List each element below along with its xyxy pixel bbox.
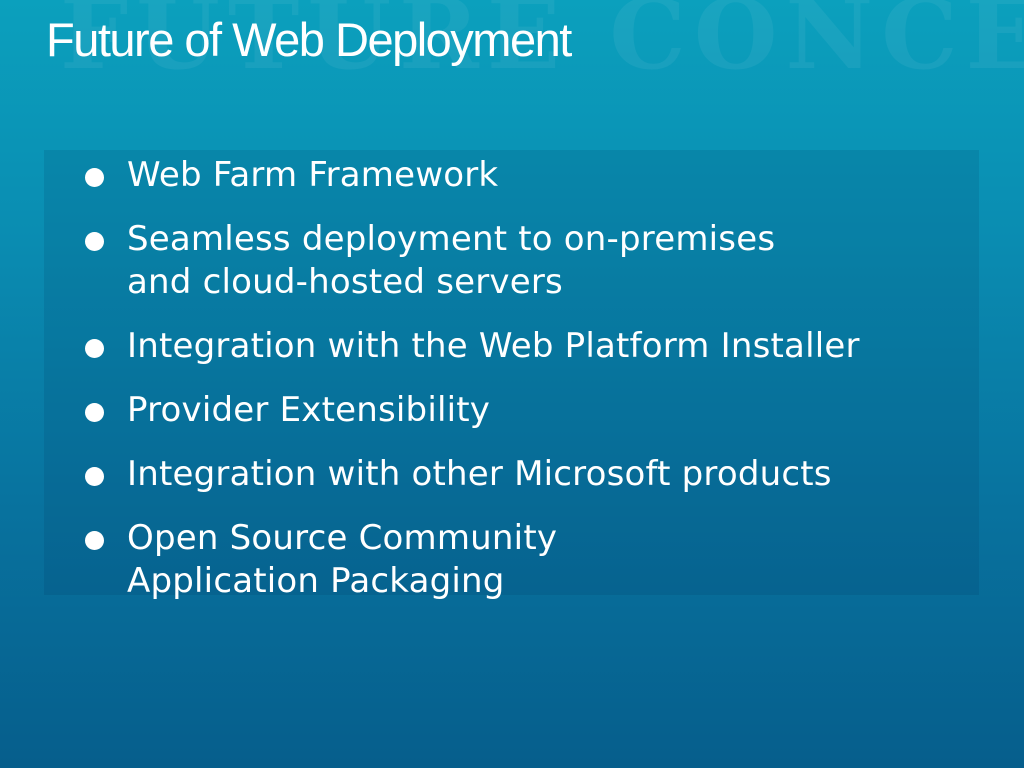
bullet-text: Integration with other Microsoft product…: [127, 454, 832, 494]
bullet-item-seamless-deployment: Seamless deployment to on-premises and c…: [85, 218, 965, 304]
bullet-dot-icon: [85, 467, 104, 486]
bullet-dot-icon: [85, 339, 104, 358]
bullet-dot-icon: [85, 168, 104, 187]
bullet-text: Provider Extensibility: [127, 390, 491, 430]
bullet-item-provider-extensibility: Provider Extensibility: [85, 389, 965, 432]
bullet-text: Integration with the Web Platform Instal…: [127, 326, 860, 366]
bullet-item-open-source-packaging: Open Source Community Application Packag…: [85, 517, 965, 603]
bullet-dot-icon: [85, 232, 104, 251]
bullet-text: Seamless deployment to on-premises: [127, 219, 776, 259]
content-panel: [44, 150, 979, 595]
bullet-text-continuation: Application Packaging: [127, 561, 505, 601]
slide-title: Future of Web Deployment: [46, 13, 572, 66]
bullet-item-web-platform-installer: Integration with the Web Platform Instal…: [85, 325, 965, 368]
bullet-list: Web Farm Framework Seamless deployment t…: [85, 154, 965, 624]
bullet-item-microsoft-products: Integration with other Microsoft product…: [85, 453, 965, 496]
bullet-item-web-farm-framework: Web Farm Framework: [85, 154, 965, 197]
bullet-dot-icon: [85, 531, 104, 550]
bullet-text: Web Farm Framework: [127, 155, 499, 195]
background-watermark: FUTURE CONCEPT: [60, 0, 1024, 91]
bullet-dot-icon: [85, 403, 104, 422]
bullet-text: Open Source Community: [127, 518, 558, 558]
bullet-text-continuation: and cloud-hosted servers: [127, 262, 563, 302]
